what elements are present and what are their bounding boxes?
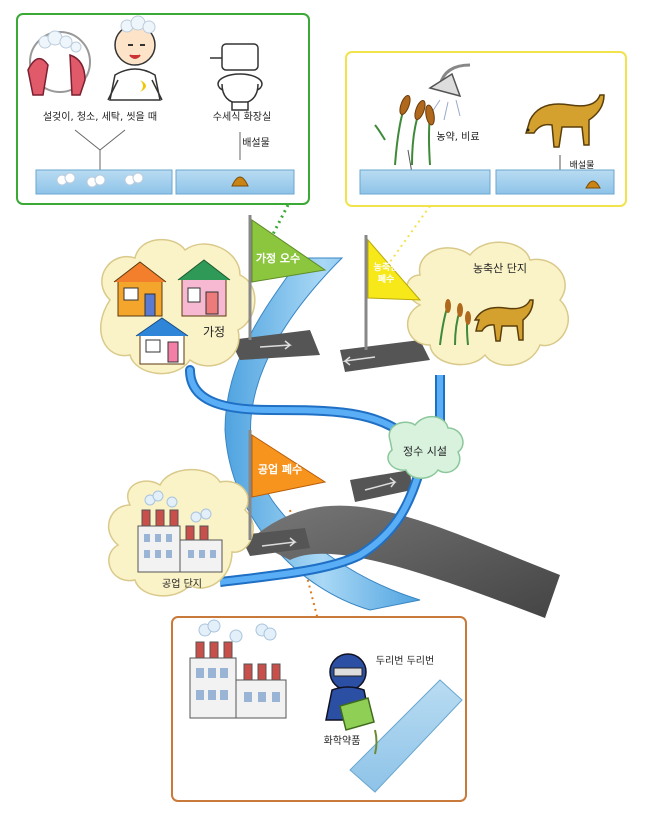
pesticide-label: 농약, 비료 bbox=[436, 131, 479, 143]
flag-agri-label-1: 농축산 bbox=[374, 261, 400, 273]
agri-excreta-icon bbox=[585, 180, 601, 189]
road-household bbox=[230, 330, 320, 360]
household-label: 가정 bbox=[203, 325, 225, 339]
sprinkler-icon bbox=[428, 63, 471, 121]
livestock-icon bbox=[524, 94, 605, 148]
road-factory bbox=[240, 528, 310, 556]
foam-icon bbox=[56, 172, 144, 188]
flag-agri-label-2: 폐수 bbox=[378, 273, 395, 285]
treatment-label: 정수 시설 bbox=[403, 445, 447, 458]
household-excreta-label: 배설물 bbox=[242, 137, 270, 149]
dishwashing-icon bbox=[27, 30, 91, 96]
farm-wheat-heads-icon bbox=[445, 299, 471, 325]
panel-factory-icon bbox=[189, 619, 287, 719]
chemical-drip bbox=[374, 729, 378, 755]
road-arrows bbox=[259, 340, 397, 547]
industry-stream bbox=[349, 679, 463, 793]
chemical-label: 화학약품 bbox=[324, 735, 361, 747]
looking-around-label: 두리번 두리번 bbox=[376, 655, 434, 667]
houses-icon bbox=[113, 259, 231, 365]
agri-excreta-label: 배설물 bbox=[570, 160, 595, 171]
household-connector bbox=[268, 204, 290, 241]
boy-washing-icon bbox=[107, 15, 163, 101]
flag-industry-label: 공업 폐수 bbox=[258, 462, 302, 476]
industry-panel: 두리번 두리번 화학약품 bbox=[171, 616, 467, 802]
agri-stream-left bbox=[359, 169, 491, 195]
agri-panel: 농약, 비료 배설물 bbox=[345, 51, 627, 207]
factory-icon bbox=[137, 490, 223, 573]
wheat-heads-icon bbox=[399, 95, 435, 126]
toilet-icon bbox=[210, 43, 263, 111]
household-activities-label: 설겆이, 청소, 세탁, 씻을 때 bbox=[43, 111, 157, 123]
flag-industry: 공업 폐수 bbox=[248, 430, 327, 540]
agri-panel-border bbox=[345, 51, 627, 207]
household-panel: 설겆이, 청소, 세탁, 씻을 때 수세식 화장실 배설물 bbox=[16, 13, 310, 205]
road-agri bbox=[340, 340, 430, 372]
agri-connector bbox=[389, 205, 431, 263]
excreta-icon bbox=[231, 176, 249, 187]
worker-icon bbox=[325, 653, 375, 731]
farm-label: 농축산 단지 bbox=[473, 262, 527, 275]
factory-label: 공업 단지 bbox=[162, 577, 202, 590]
farm-livestock-icon bbox=[473, 299, 534, 342]
farm-cloud bbox=[406, 241, 570, 366]
treatment-cloud bbox=[387, 416, 464, 479]
road-main bbox=[250, 505, 560, 618]
flag-agri: 농축산 폐수 bbox=[364, 235, 422, 350]
toilet-label: 수세식 화장실 bbox=[213, 111, 271, 123]
flag-household-label: 가정 오수 bbox=[256, 251, 300, 265]
flag-household: 가정 오수 bbox=[248, 215, 327, 340]
